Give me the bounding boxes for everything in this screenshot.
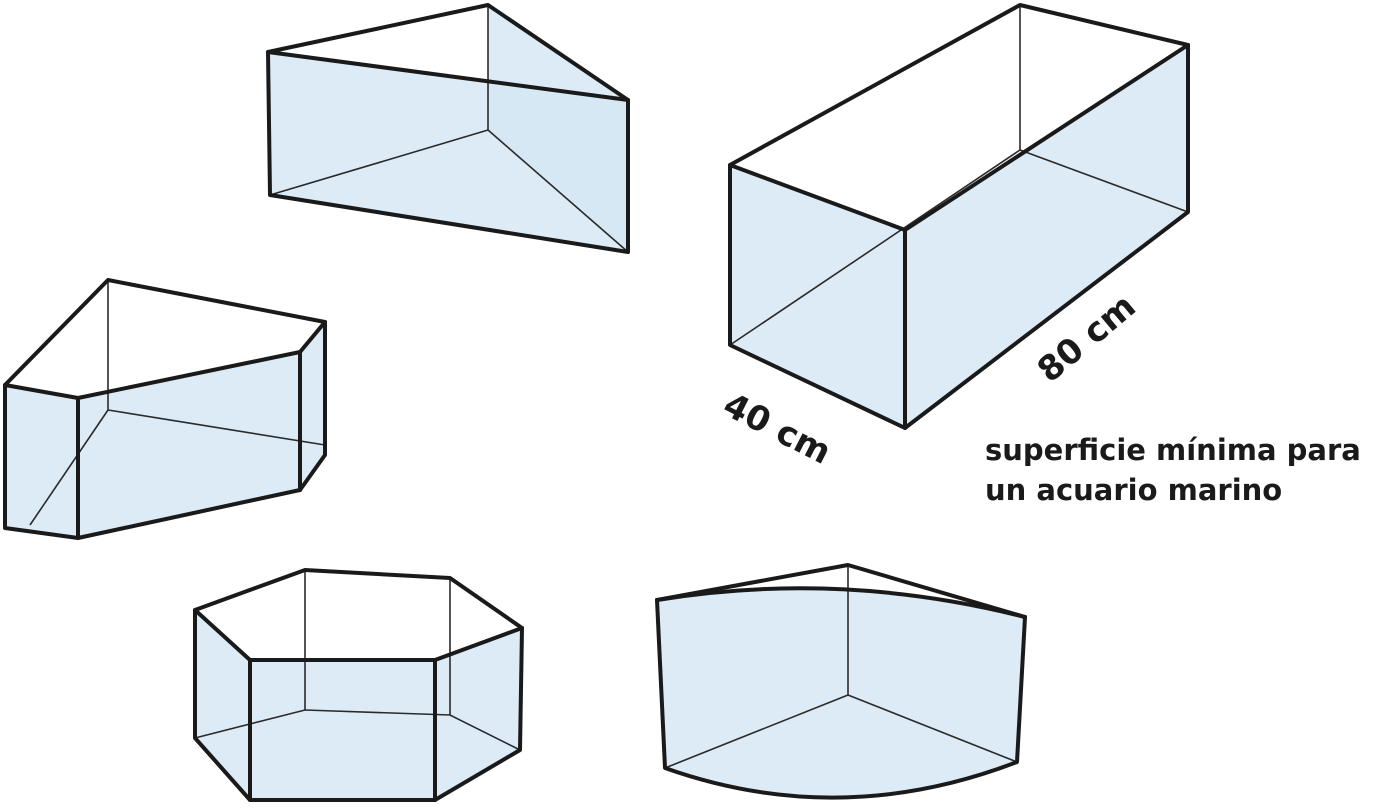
triangular-prism-aquarium <box>266 3 630 254</box>
caption: superficie mínima para un acuario marino <box>985 430 1361 510</box>
rectangular-prism-aquarium <box>728 3 1190 430</box>
caption-line-2: un acuario marino <box>985 473 1283 507</box>
caption-line-1: superficie mínima para <box>985 433 1361 467</box>
pentagonal-prism-aquarium <box>3 278 327 540</box>
hexagonal-prism-aquarium <box>193 568 524 802</box>
quarter-cylinder-aquarium <box>655 563 1027 800</box>
